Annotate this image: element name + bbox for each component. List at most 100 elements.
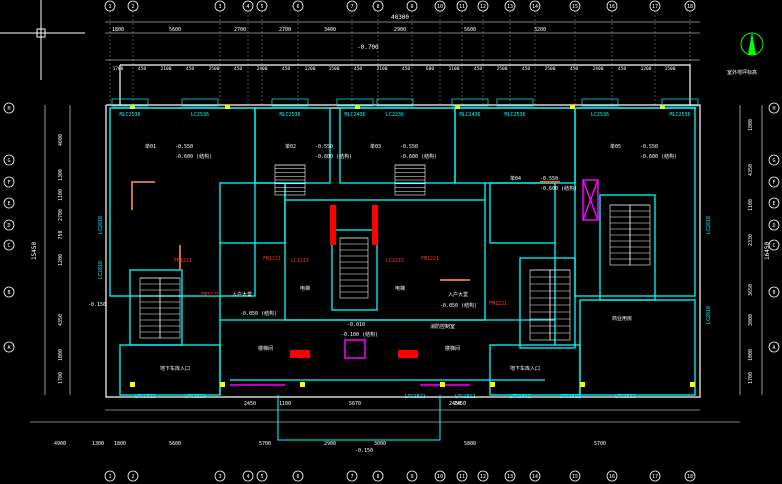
- axis-bubble: 15: [569, 470, 581, 482]
- dimension-text: 1300: [58, 169, 64, 181]
- window-dimension-text: 600: [426, 66, 434, 72]
- axis-bubble: 9: [406, 470, 418, 482]
- elevator-b: 电梯: [395, 285, 405, 292]
- crosshair-cursor: [0, 0, 85, 80]
- lobby-level-right: -0.050 (结构): [440, 302, 477, 309]
- room-name: 单02: [285, 143, 296, 150]
- axis-bubble: H: [768, 102, 780, 114]
- dimension-text: 5600: [169, 441, 181, 447]
- room-level: -0.550: [540, 176, 558, 182]
- room-name: 单03: [370, 143, 381, 150]
- dimension-text: 1300: [92, 441, 104, 447]
- axis-bubble-label: C: [7, 243, 10, 249]
- dimension-text: 2700: [58, 209, 64, 221]
- axis-bubble-label: 17: [652, 474, 658, 480]
- axis-bubble: E: [3, 197, 15, 209]
- axis-bubble: 5: [256, 0, 268, 12]
- axis-bubble-label: 6: [296, 474, 299, 480]
- window-dimension-text: 450: [138, 66, 146, 72]
- side-window-label: LC2818: [706, 306, 712, 324]
- axis-bubble-label: 17: [652, 4, 658, 10]
- window-dimension-text: 1200: [641, 66, 652, 72]
- axis-bubble: 3: [214, 470, 226, 482]
- axis-bubble: 7: [346, 470, 358, 482]
- window-mark: [111, 98, 149, 107]
- axis-bubble-label: 5: [260, 4, 263, 10]
- axis-bubble: 15: [569, 0, 581, 12]
- axis-bubble-label: A: [772, 345, 775, 351]
- dimension-text: 3650: [748, 284, 754, 296]
- bottom-window-label: LTC1312: [134, 394, 155, 400]
- axis-bubble: F: [768, 176, 780, 188]
- axis-bubble-label: 15: [572, 474, 578, 480]
- axis-bubble-label: 18: [687, 474, 693, 480]
- axis-bubble: C: [3, 239, 15, 251]
- dimension-text: 2700: [279, 27, 291, 33]
- window-label: LC2536: [591, 112, 609, 118]
- axis-bubble: G: [3, 154, 15, 166]
- dimension-text: 5800: [464, 441, 476, 447]
- hall-right: 楼梯间: [445, 345, 460, 352]
- garage-left: 地下车库入口: [160, 365, 190, 372]
- core-level: -0.010: [347, 322, 365, 328]
- axis-bubble-label: 8: [376, 474, 379, 480]
- dimension-text: 1800: [112, 27, 124, 33]
- window-dimension-text: 450: [522, 66, 530, 72]
- dimension-text: 750: [58, 230, 64, 239]
- window-dimension-text: 1100: [449, 66, 460, 72]
- interior-walls: [109, 107, 696, 396]
- north-arrow-icon: [740, 32, 764, 56]
- axis-bubble-label: 3: [218, 474, 221, 480]
- room-level-structure: -0.600 (结构): [315, 153, 352, 160]
- shop-label: 商业用房: [612, 315, 632, 322]
- bottom-window-label: LTC1312: [184, 394, 205, 400]
- axis-bubble-label: F: [7, 180, 10, 186]
- dimension-text: 5700: [594, 441, 606, 447]
- window-mark: [336, 98, 374, 107]
- axis-bubble-label: 14: [532, 4, 538, 10]
- dimension-text: 1700: [58, 372, 64, 384]
- axis-bubble-label: 12: [480, 4, 486, 10]
- window-mark: [181, 98, 219, 107]
- dimension-text: 1000: [748, 349, 754, 361]
- axis-bubble-label: 16: [609, 4, 615, 10]
- axis-bubble: 4: [242, 0, 254, 12]
- axis-bubble: 2: [127, 470, 139, 482]
- axis-bubble-label: 1: [108, 474, 111, 480]
- dimension-text: 4350: [748, 164, 754, 176]
- yellow-markers: [130, 105, 695, 387]
- fire-doors: [230, 179, 599, 386]
- axis-bubble-label: 18: [687, 4, 693, 10]
- window-mark: [496, 98, 534, 107]
- axis-bubble-label: 12: [480, 474, 486, 480]
- bottom-window-label: LTC1812: [404, 394, 425, 400]
- dimension-text: 5700: [259, 441, 271, 447]
- window-dimension-text: 450: [570, 66, 578, 72]
- fire-room-label: 消防控制室: [430, 323, 455, 330]
- dimension-text: 4900: [54, 441, 66, 447]
- dimension-text: 2450: [449, 401, 461, 407]
- core-level-2: -0.100 (结构): [341, 331, 378, 338]
- window-dimension-text: 2500: [497, 66, 508, 72]
- dimension-text: 5600: [169, 27, 181, 33]
- dimension-text: 2700: [234, 27, 246, 33]
- axis-bubble: 17: [649, 0, 661, 12]
- axis-bubble-label: D: [7, 223, 10, 229]
- total-width-label: 40300: [391, 14, 409, 21]
- bottom-window-label: LTC2312: [559, 394, 580, 400]
- dimension-text: 2450: [454, 401, 466, 407]
- door-label: FM1221: [489, 301, 507, 307]
- window-dimension-text: 1500: [329, 66, 340, 72]
- dimension-lines: [30, 21, 763, 423]
- dimension-text: 5670: [349, 401, 361, 407]
- room-level: -0.550: [175, 144, 193, 150]
- axis-bubble: 3: [214, 0, 226, 12]
- axis-bubble: A: [3, 341, 15, 353]
- window-label: MLC2436: [344, 112, 365, 118]
